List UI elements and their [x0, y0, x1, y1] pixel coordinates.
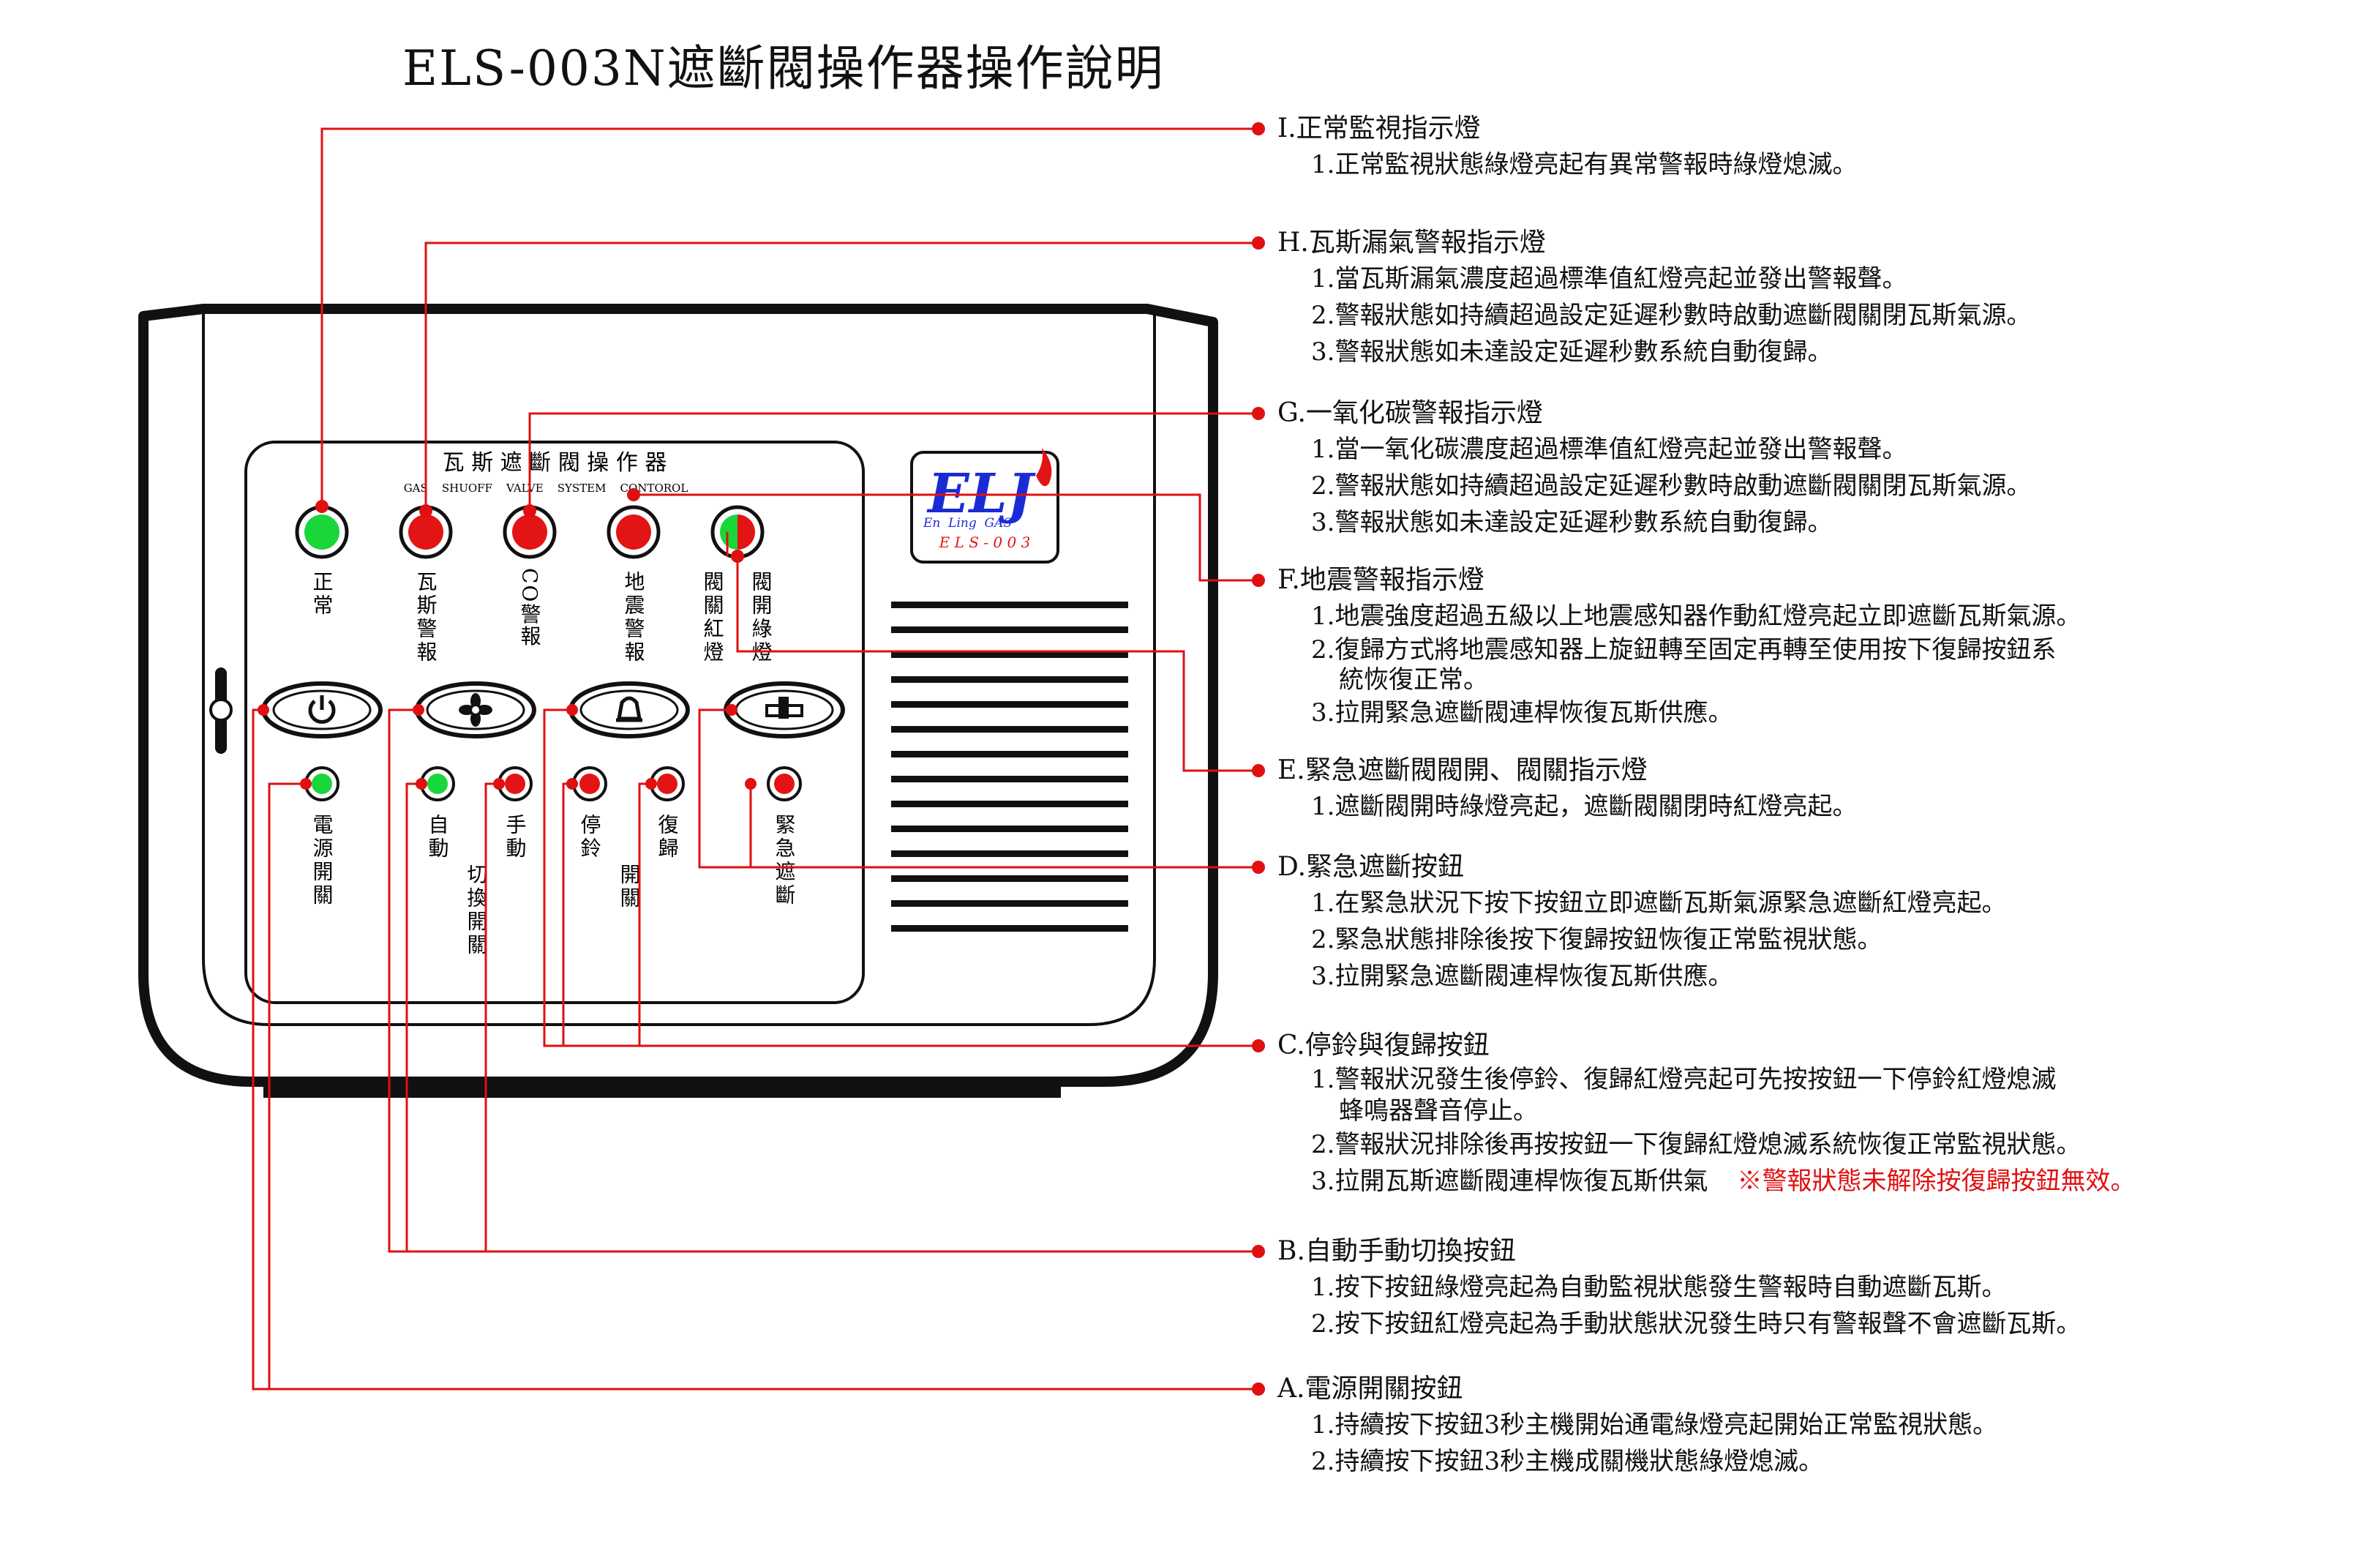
section-g: G.一氧化碳警報指示燈 1.當一氧化碳濃度超過標準值紅燈亮起並發出警報聲。 2.… — [1277, 396, 2360, 541]
power-button[interactable] — [261, 681, 383, 738]
section-b: B.自動手動切換按鈕 1.按下按鈕綠燈亮起為自動監視狀態發生警報時自動遮斷瓦斯。… — [1277, 1234, 2360, 1342]
label-power-switch: 電源開關 — [310, 814, 334, 908]
section-item: 1.按下按鈕綠燈亮起為自動監視狀態發生警報時自動遮斷瓦斯。 — [1311, 1273, 2007, 1302]
lamp-silence — [572, 766, 607, 801]
section-a: A.電源開關按鈕 1.持續按下按鈕3秒主機開始通電綠燈亮起開始正常監視狀態。 2… — [1277, 1371, 2360, 1480]
section-item: 3.警報狀態如未達設定延遲秒數系統自動復歸。 — [1311, 337, 1833, 367]
grille-slot — [891, 850, 1128, 857]
section-item: 2.復歸方式將地震感知器上旋鈕轉至固定再轉至使用按下復歸按鈕系 — [1311, 635, 2057, 665]
section-item: 1.正常監視狀態綠燈亮起有異常警報時綠燈熄滅。 — [1311, 150, 1858, 179]
indicator-co-alarm — [503, 505, 557, 559]
section-item: 2.警報狀況排除後再按按鈕一下復歸紅燈熄滅系統恢復正常監視狀態。 — [1311, 1130, 2081, 1159]
grille-slot — [891, 776, 1128, 782]
warning-note: ※警報狀態未解除按復歸按鈕無效。 — [1737, 1167, 2136, 1196]
grille-slot — [891, 925, 1128, 932]
panel-title: 瓦 斯 遮 斷 閥 操 作 器 — [443, 450, 667, 476]
svg-text:En Ling GAS: En Ling GAS — [923, 516, 1012, 531]
section-heading: B.自動手動切換按鈕 — [1277, 1236, 1516, 1266]
section-item: 1.遮斷閥開時綠燈亮起，遮斷閥關閉時紅燈亮起。 — [1311, 792, 1858, 821]
section-item: 1.當瓦斯漏氣濃度超過標準值紅燈亮起並發出警報聲。 — [1311, 264, 1907, 293]
grille-slot — [891, 676, 1128, 683]
control-panel — [244, 441, 865, 1004]
label-gas-alarm: 瓦斯警報 — [414, 571, 438, 665]
leader-endpoints — [258, 122, 1265, 1396]
section-item: 3.拉開瓦斯遮斷閥連桿恢復瓦斯供氣 ※警報狀態未解除按復歸按鈕無效。 — [1277, 1163, 2360, 1200]
label-valve-open: 閥開綠燈 — [749, 571, 773, 665]
grille-slot — [891, 626, 1128, 633]
section-f: F.地震警報指示燈 1.地震強度超過五級以上地震感知器作動紅燈亮起立即遮斷瓦斯氣… — [1277, 563, 2360, 731]
grille-slot — [891, 751, 1128, 757]
section-heading: F.地震警報指示燈 — [1277, 565, 1484, 595]
grille-slot — [891, 701, 1128, 708]
label-reset: 復歸 — [656, 814, 680, 861]
silence-reset-button[interactable] — [568, 681, 690, 738]
speaker-grille — [891, 602, 1128, 932]
section-heading: G.一氧化碳警報指示燈 — [1277, 398, 1543, 428]
section-item: 2.持續按下按鈕3秒主機成關機狀態綠燈熄滅。 — [1311, 1447, 1824, 1476]
label-switch: 開關 — [617, 864, 642, 910]
power-icon — [308, 695, 336, 724]
label-earthquake-alarm: 地震警報 — [622, 571, 646, 665]
section-heading: D.緊急遮斷按鈕 — [1277, 852, 1465, 882]
label-silence: 停鈴 — [578, 814, 602, 861]
section-item: 1.警報狀況發生後停鈴、復歸紅燈亮起可先按按鈕一下停鈴紅燈熄滅 — [1311, 1065, 2057, 1094]
section-item: 2.警報狀態如持續超過設定延遲秒數時啟動遮斷閥關閉瓦斯氣源。 — [1311, 301, 2032, 330]
lamp-manual — [498, 766, 533, 801]
fan-icon — [459, 693, 492, 727]
side-switch[interactable] — [209, 667, 233, 754]
section-heading: C.停鈴與復歸按鈕 — [1277, 1030, 1490, 1060]
grille-slot — [891, 900, 1128, 907]
grille-slot — [891, 801, 1128, 807]
section-heading: I.正常監視指示燈 — [1277, 113, 1481, 143]
indicator-valve-status — [710, 505, 765, 559]
section-item: 3.拉開緊急遮斷閥連桿恢復瓦斯供應。 — [1311, 698, 1733, 727]
section-heading: H.瓦斯漏氣警報指示燈 — [1277, 228, 1546, 258]
section-item: 蜂鳴器聲音停止。 — [1339, 1096, 1538, 1126]
lamp-emergency — [767, 766, 802, 801]
panel-subtitle: GAS SHUOFF VALVE SYSTEM CONTOROL — [404, 482, 688, 495]
section-item: 2.按下按鈕紅燈亮起為手動狀態狀況發生時只有警報聲不會遮斷瓦斯。 — [1311, 1309, 2081, 1339]
bell-icon — [616, 696, 642, 722]
company-logo: ELJ En Ling GAS E L S - 0 0 3 — [910, 448, 1059, 564]
section-item: 3.警報狀態如未達設定延遲秒數系統自動復歸。 — [1311, 508, 1833, 537]
section-h: H.瓦斯漏氣警報指示燈 1.當瓦斯漏氣濃度超過標準值紅燈亮起並發出警報聲。 2.… — [1277, 225, 2360, 370]
label-mode-switch: 切換開關 — [465, 864, 489, 957]
section-e: E.緊急遮斷閥閥開、閥關指示燈 1.遮斷閥開時綠燈亮起，遮斷閥關閉時紅燈亮起。 — [1277, 753, 2360, 825]
valve-icon — [765, 697, 803, 719]
grille-slot — [891, 875, 1128, 882]
section-item: 2.警報狀態如持續超過設定延遲秒數時啟動遮斷閥關閉瓦斯氣源。 — [1311, 471, 2032, 501]
auto-manual-button[interactable] — [415, 681, 536, 738]
section-heading: A.電源開關按鈕 — [1277, 1374, 1463, 1404]
section-d: D.緊急遮斷按鈕 1.在緊急狀況下按下按鈕立即遮斷瓦斯氣源緊急遮斷紅燈亮起。 2… — [1277, 850, 2360, 995]
label-valve-closed: 閥關紅燈 — [701, 571, 725, 665]
svg-text:E L S - 0 0 3: E L S - 0 0 3 — [939, 534, 1031, 551]
section-item: 1.在緊急狀況下按下按鈕立即遮斷瓦斯氣源緊急遮斷紅燈亮起。 — [1311, 888, 2007, 918]
grille-slot — [891, 726, 1128, 733]
label-normal: 正常 — [310, 571, 334, 618]
grille-slot — [891, 826, 1128, 832]
indicator-normal — [295, 505, 349, 559]
section-item: 1.地震強度超過五級以上地震感知器作動紅燈亮起立即遮斷瓦斯氣源。 — [1311, 602, 2081, 631]
indicator-gas-alarm — [399, 505, 453, 559]
section-item: 2.緊急狀態排除後按下復歸按鈕恢復正常監視狀態。 — [1311, 925, 1882, 954]
section-item: 統恢復正常。 — [1339, 665, 1488, 695]
section-item: 1.當一氧化碳濃度超過標準值紅燈亮起並發出警報聲。 — [1311, 435, 1907, 464]
label-auto: 自動 — [426, 814, 450, 861]
label-manual: 手動 — [503, 814, 528, 861]
section-heading: E.緊急遮斷閥閥開、閥關指示燈 — [1277, 755, 1648, 785]
section-item: 1.持續按下按鈕3秒主機開始通電綠燈亮起開始正常監視狀態。 — [1311, 1410, 1998, 1440]
section-item-text: 3.拉開瓦斯遮斷閥連桿恢復瓦斯供氣 — [1311, 1167, 1708, 1196]
grille-slot — [891, 602, 1128, 608]
section-item: 3.拉開緊急遮斷閥連桿恢復瓦斯供應。 — [1311, 962, 1733, 991]
emergency-shutoff-button[interactable] — [724, 681, 845, 738]
section-i: I.正常監視指示燈 1.正常監視狀態綠燈亮起有異常警報時綠燈熄滅。 — [1277, 111, 2360, 183]
label-co-alarm: CO警報 — [518, 568, 542, 647]
indicator-earthquake-alarm — [607, 505, 661, 559]
page-title: ELS-003N遮斷閥操作器操作說明 — [402, 40, 1165, 97]
grille-slot — [891, 651, 1128, 658]
label-emergency-shutoff: 緊急遮斷 — [773, 814, 797, 908]
section-c: C.停鈴與復歸按鈕 1.警報狀況發生後停鈴、復歸紅燈亮起可先按按鈕一下停鈴紅燈熄… — [1277, 1028, 2360, 1200]
